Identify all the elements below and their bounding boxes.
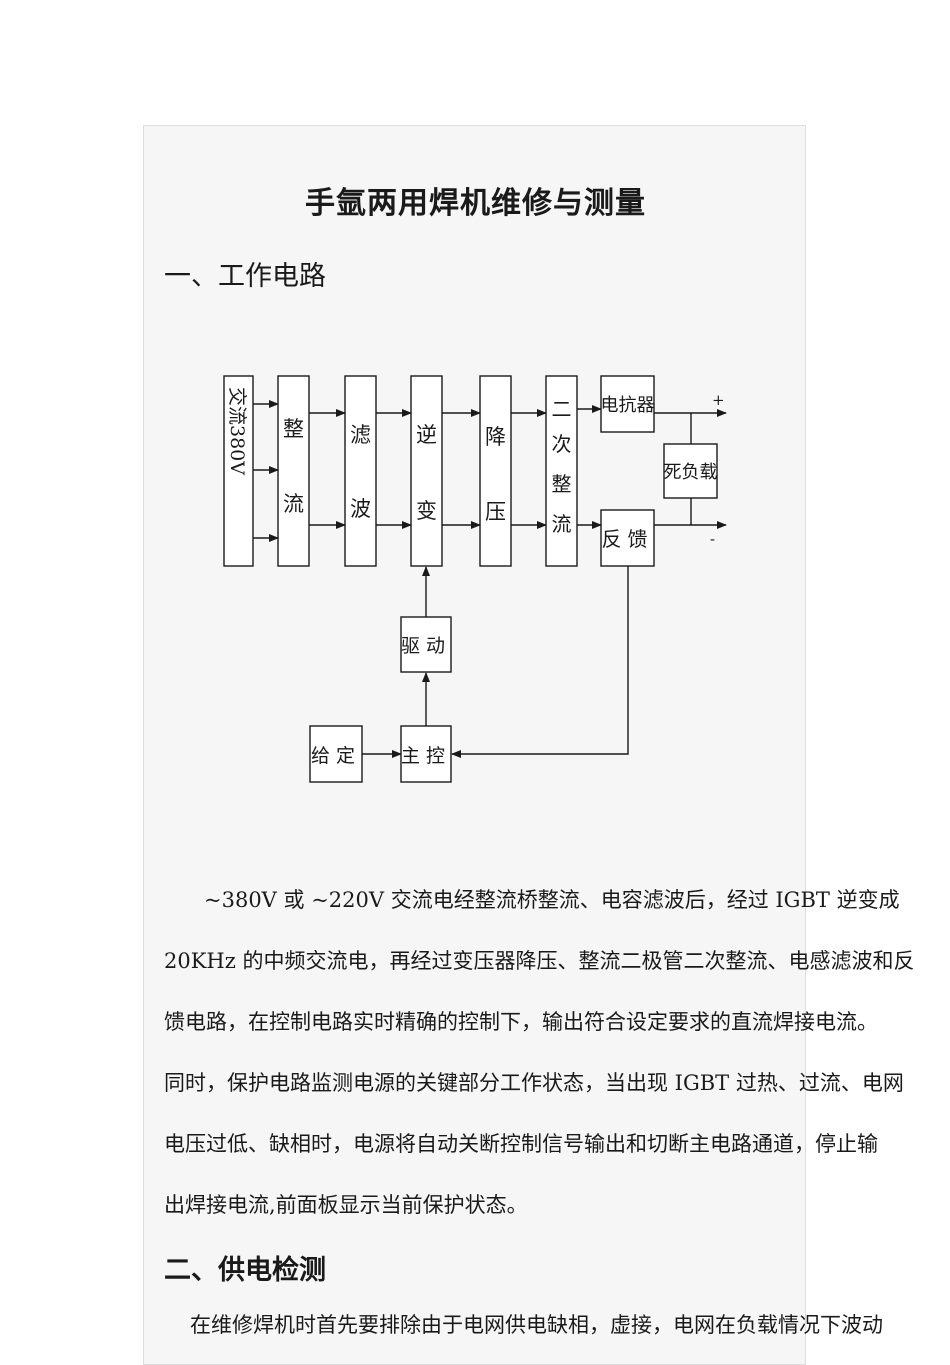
block-dummy-load bbox=[663, 443, 718, 499]
block-secondary-rect-label-4: 流 bbox=[552, 512, 572, 536]
block-ac-input-label: 交流380V bbox=[226, 387, 248, 475]
paragraph-line: 馈电路，在控制电路实时精确的控制下，输出符合设定要求的直流焊接电流。 bbox=[164, 1010, 878, 1034]
block-inverter bbox=[410, 375, 443, 567]
block-rectify bbox=[277, 375, 310, 567]
document-page: 手氩两用焊机维修与测量 一、工作电路 bbox=[143, 125, 915, 1365]
block-ac-input bbox=[223, 375, 254, 567]
paragraph-power-check: 在维修焊机时首先要排除由于电网供电缺相，虚接，电网在负载情况下波动 bbox=[190, 1313, 883, 1337]
block-step-down-label-1: 降 bbox=[485, 425, 506, 449]
plus-terminal-label: + bbox=[712, 391, 725, 409]
block-feedback-label: 反馈 bbox=[602, 527, 654, 551]
minus-terminal-label: - bbox=[710, 530, 715, 548]
block-main-control-label: 主控 bbox=[401, 745, 451, 767]
block-drive-label: 驱动 bbox=[401, 635, 451, 657]
paragraph-line: 出焊接电流,前面板显示当前保护状态。 bbox=[164, 1193, 528, 1217]
block-dummy-load-label: 死负载 bbox=[664, 462, 718, 483]
block-rectify-label-2: 流 bbox=[283, 492, 304, 516]
paragraph-line: 同时，保护电路监测电源的关键部分工作状态，当出现 IGBT 过热、过流、电网 bbox=[164, 1071, 904, 1095]
block-secondary-rect-label-2: 次 bbox=[552, 432, 572, 456]
block-step-down-label-2: 压 bbox=[485, 500, 506, 524]
block-secondary-rect-label-1: 二 bbox=[552, 397, 572, 421]
block-filter-label-2: 波 bbox=[350, 497, 371, 521]
block-step-down bbox=[479, 375, 512, 567]
block-secondary-rect-label-3: 整 bbox=[552, 472, 572, 496]
block-inverter-label-2: 变 bbox=[416, 499, 437, 523]
block-setpoint-label: 给定 bbox=[311, 745, 361, 767]
block-inverter-label-1: 逆 bbox=[416, 423, 437, 447]
section-heading-working-circuit: 一、工作电路 bbox=[164, 261, 326, 292]
block-diagram: 交流380V 整 流 滤 波 逆 变 降 压 二 次 整 流 电抗器 反馈 死负… bbox=[223, 375, 727, 783]
block-drive bbox=[400, 616, 452, 673]
paragraph-line: ~380V 或 ~220V 交流电经整流桥整流、电容滤波后，经过 IGBT 逆变… bbox=[204, 888, 900, 912]
paragraph-line: 20KHz 的中频交流电，再经过变压器降压、整流二极管二次整流、电感滤波和反 bbox=[164, 949, 915, 973]
paragraph-line: 电压过低、缺相时，电源将自动关断控制信号输出和切断主电路通道，停止输 bbox=[164, 1132, 878, 1156]
block-secondary-rect bbox=[545, 375, 578, 567]
section-heading-power-check: 二、供电检测 bbox=[164, 1255, 326, 1286]
block-rectify-label-1: 整 bbox=[283, 417, 304, 441]
block-filter bbox=[344, 375, 377, 567]
paragraph-working-principle: ~380V 或 ~220V 交流电经整流桥整流、电容滤波后，经过 IGBT 逆变… bbox=[164, 870, 915, 1236]
block-filter-label-1: 滤 bbox=[350, 423, 371, 447]
block-reactor bbox=[600, 375, 655, 433]
doc-title: 手氩两用焊机维修与测量 bbox=[305, 186, 646, 221]
block-main-control bbox=[400, 725, 452, 783]
block-setpoint bbox=[309, 725, 363, 783]
block-reactor-label: 电抗器 bbox=[601, 395, 655, 416]
